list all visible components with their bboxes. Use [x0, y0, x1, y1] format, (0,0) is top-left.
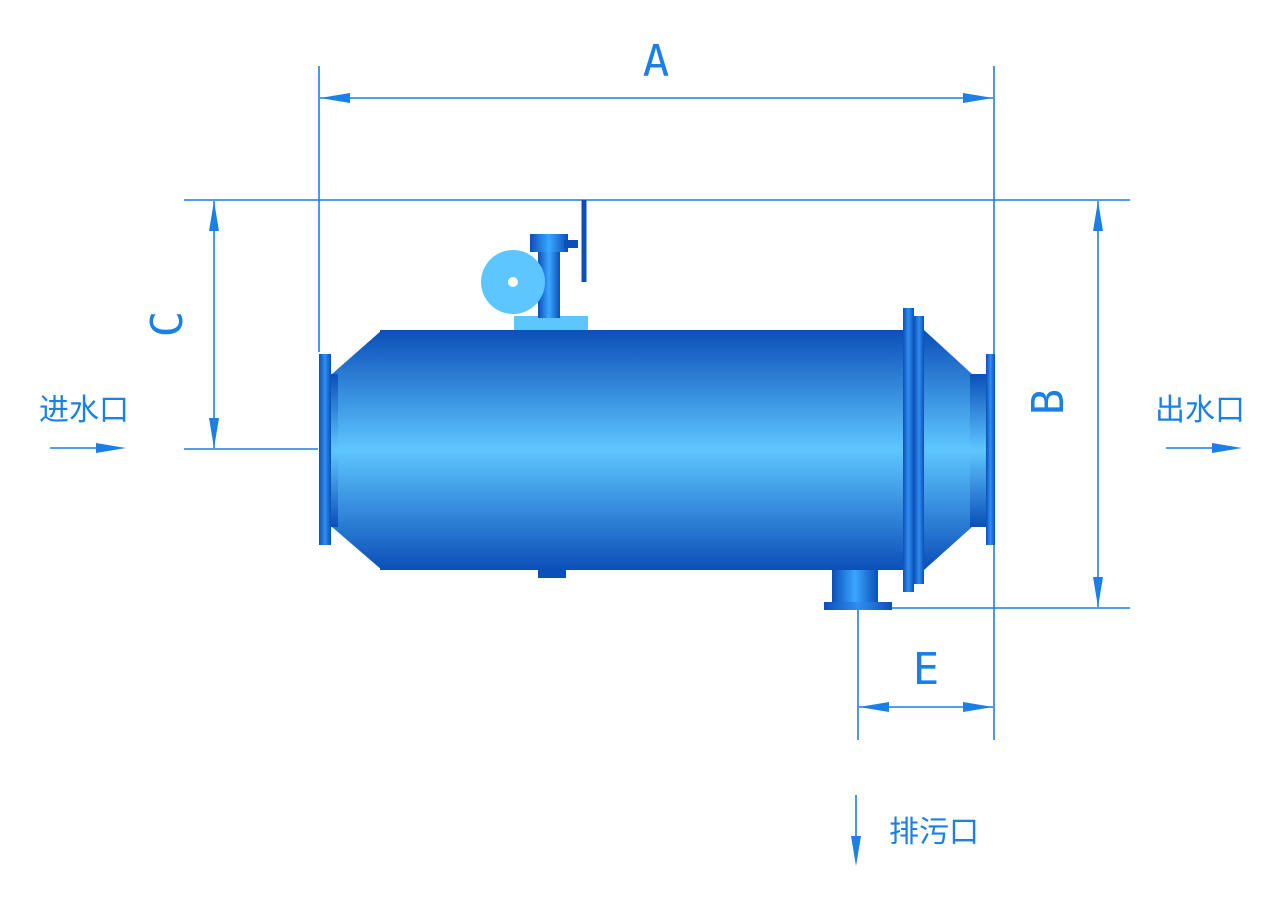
dimension-e: E [859, 644, 993, 712]
inlet-indicator: 进水口 [39, 393, 129, 453]
motor-base [514, 316, 588, 330]
inlet-flange [319, 354, 331, 545]
dimension-b: B [1023, 201, 1103, 607]
dimension-c-label: C [142, 311, 193, 338]
dimension-a: A [320, 36, 993, 103]
outlet-label: 出水口 [1155, 393, 1245, 428]
dimension-c: C [142, 201, 219, 448]
dimension-a-label: A [643, 36, 670, 87]
motor-assembly [481, 200, 588, 330]
dimension-b-label: B [1023, 389, 1074, 416]
extension-lines [184, 66, 1130, 740]
dimension-e-label: E [913, 644, 940, 695]
inlet-label: 进水口 [39, 393, 129, 428]
body-flange [903, 308, 914, 592]
drain-port [824, 570, 892, 610]
outlet-indicator: 出水口 [1155, 393, 1245, 453]
outlet-flange [986, 354, 995, 545]
drain-indicator: 排污口 [851, 795, 979, 866]
drain-label: 排污口 [889, 815, 979, 850]
filter-housing [319, 308, 995, 592]
main-cylinder [380, 330, 904, 570]
